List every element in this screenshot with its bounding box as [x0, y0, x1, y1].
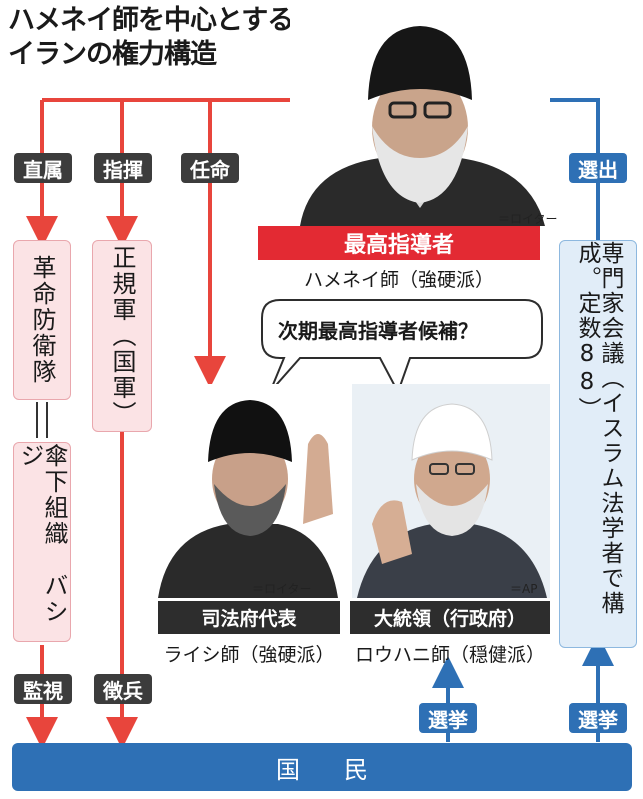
elect-label: 選出	[569, 153, 627, 183]
title-line-2: イランの権力構造	[8, 39, 217, 70]
election-right-label: 選挙	[569, 703, 627, 733]
election-left-label: 選挙	[419, 703, 477, 733]
diagram-title: ハメネイ師を中心とする イランの権力構造	[8, 4, 338, 72]
raisi-photo	[158, 384, 344, 598]
rouhani-credit: ＝AP	[510, 582, 538, 596]
candidates-question: 次期最高指導者候補？	[278, 319, 478, 343]
assembly-of-experts-box: 専門家会議（イスラム法学者で構成。定数88）	[559, 240, 637, 648]
rouhani-photo	[352, 384, 550, 598]
supreme-leader-photo	[290, 8, 550, 226]
raisi-portrait-icon	[158, 400, 338, 598]
monitor-label: 監視	[14, 674, 72, 704]
title-line-1: ハメネイ師を中心とする	[8, 5, 294, 36]
judiciary-plate: 司法府代表	[158, 601, 340, 634]
army-box: 正規軍（国軍）	[92, 240, 152, 432]
conscript-label: 徴兵	[94, 674, 152, 704]
rouhani-name: ロウハニ師（穏健派）	[354, 644, 545, 666]
supreme-leader-name: ハメネイ師（強硬派）	[303, 269, 494, 291]
raisi-name: ライシ師（強硬派）	[163, 644, 335, 666]
leader-portrait-icon	[300, 26, 545, 226]
basij-box: 傘下組織 バシジ	[13, 442, 71, 642]
president-plate: 大統領（行政府）	[350, 601, 550, 634]
appoint-label: 任命	[181, 153, 239, 183]
supreme-leader-plate: 最高指導者	[258, 226, 540, 260]
question-bubble	[261, 299, 543, 395]
command-label: 指揮	[94, 153, 152, 183]
people-bar: 国民	[12, 743, 632, 791]
irgc-box: 革命防衛隊	[13, 240, 71, 400]
raisi-credit: ＝ロイター	[252, 582, 312, 596]
direct-label: 直属	[14, 153, 72, 183]
leader-credit: ＝ロイター	[498, 212, 558, 226]
rouhani-portrait-icon	[357, 403, 547, 598]
